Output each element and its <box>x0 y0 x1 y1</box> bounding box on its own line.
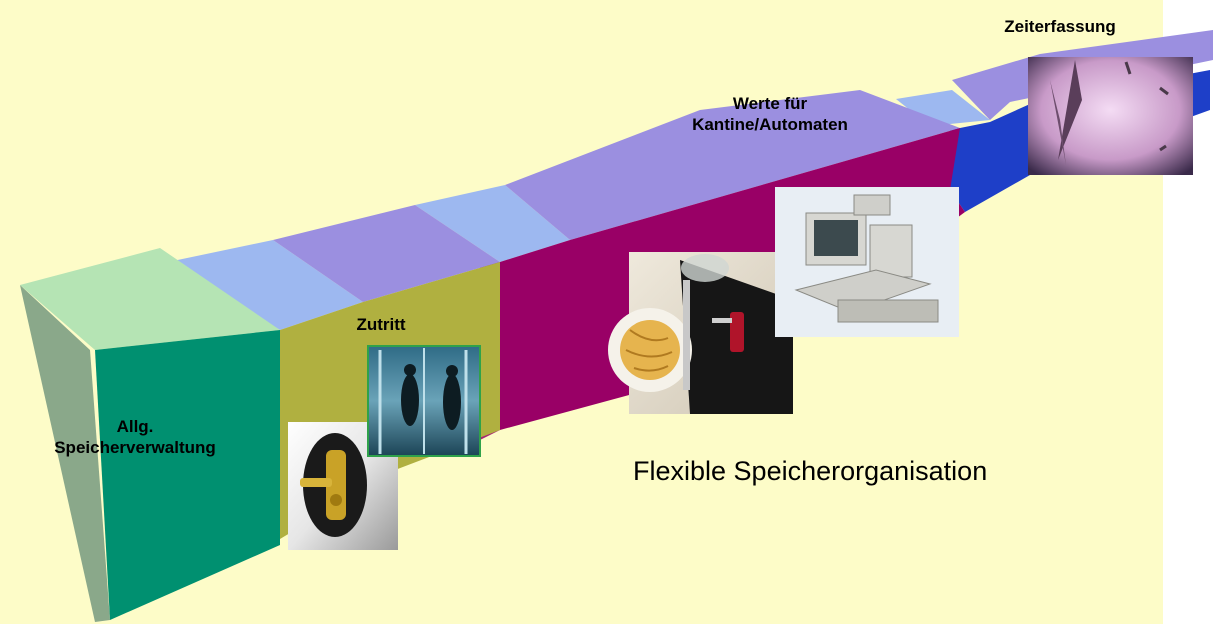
label-zeiterfassung: Zeiterfassung <box>960 16 1160 37</box>
label-allg-speicherverwaltung: Allg. Speicherverwaltung <box>10 416 260 458</box>
label-line: Speicherverwaltung <box>54 438 216 457</box>
label-line: Werte für <box>732 94 808 113</box>
label-line: Zeiterfassung <box>1004 17 1116 36</box>
label-line: Kantine/Automaten <box>692 115 848 134</box>
label-line: Allg. <box>116 417 154 436</box>
label-line: Zutritt <box>356 315 406 334</box>
label-werte-kantine: Werte für Kantine/Automaten <box>620 93 920 135</box>
block-top-face <box>168 240 363 330</box>
block-top-face <box>415 185 570 262</box>
block-top-face <box>273 205 500 302</box>
block-side-face <box>20 285 110 622</box>
block-top-face <box>505 90 960 240</box>
cash-register-photo <box>775 187 959 337</box>
revolving-door-photo <box>367 345 481 457</box>
cafeteria-tray-photo <box>608 252 793 414</box>
diagram-title: Flexible Speicherorganisation <box>633 456 988 486</box>
block-front-face <box>95 330 280 620</box>
block-top-face <box>20 248 280 350</box>
label-zutritt: Zutritt <box>336 314 426 335</box>
clock-photo <box>1028 57 1193 175</box>
segment-speicherverwaltung-block <box>20 248 280 622</box>
